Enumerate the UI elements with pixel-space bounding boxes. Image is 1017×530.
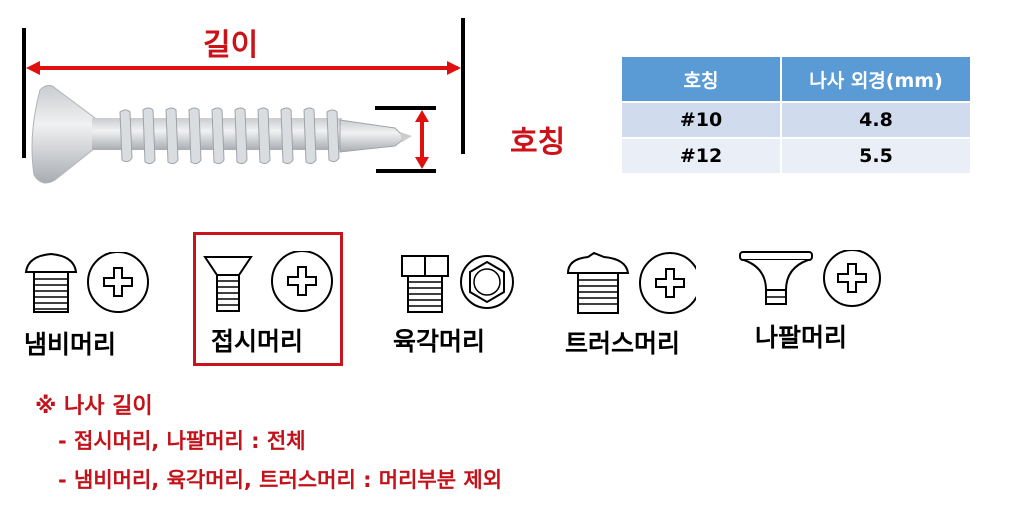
head-type-label-flat: 접시머리 <box>211 327 304 356</box>
head-type-label-bugle: 나팔머리 <box>755 323 848 352</box>
table-cell: 5.5 <box>781 137 972 173</box>
table-row: #10 4.8 <box>622 101 972 138</box>
screw-measurement-diagram <box>22 18 465 184</box>
table-header-diameter: 나사 외경(mm) <box>781 57 972 102</box>
hex-head-screw-icon <box>401 255 514 313</box>
table-row: #12 5.5 <box>622 137 972 173</box>
notes-line-1: - 접시머리, 나팔머리 : 전체 <box>58 429 306 453</box>
table-cell: 4.8 <box>781 101 972 138</box>
bugle-head-screw-icon <box>739 250 881 307</box>
table-header-gauge: 호칭 <box>622 57 782 102</box>
head-type-label-truss: 트러스머리 <box>565 329 681 358</box>
notes-line-2: - 냄비머리, 육각머리, 트러스머리 : 머리부분 제외 <box>58 468 503 492</box>
screw-size-table: 호칭 나사 외경(mm) #10 4.8 #12 5.5 <box>622 57 972 173</box>
screw-head-icon <box>31 84 96 184</box>
table-cell: #12 <box>622 137 782 173</box>
notes-title: ※ 나사 길이 <box>35 394 153 419</box>
length-label: 길이 <box>203 28 259 63</box>
gauge-label: 호칭 <box>510 125 566 160</box>
flat-head-highlight-box <box>193 232 343 366</box>
truss-head-screw-icon <box>566 251 696 314</box>
pan-head-screw-icon <box>24 252 149 313</box>
flat-head-screw-icon <box>203 251 333 312</box>
table-cell: #10 <box>622 101 782 138</box>
head-type-label-pan: 냄비머리 <box>24 330 117 359</box>
head-type-label-hex: 육각머리 <box>393 327 486 356</box>
